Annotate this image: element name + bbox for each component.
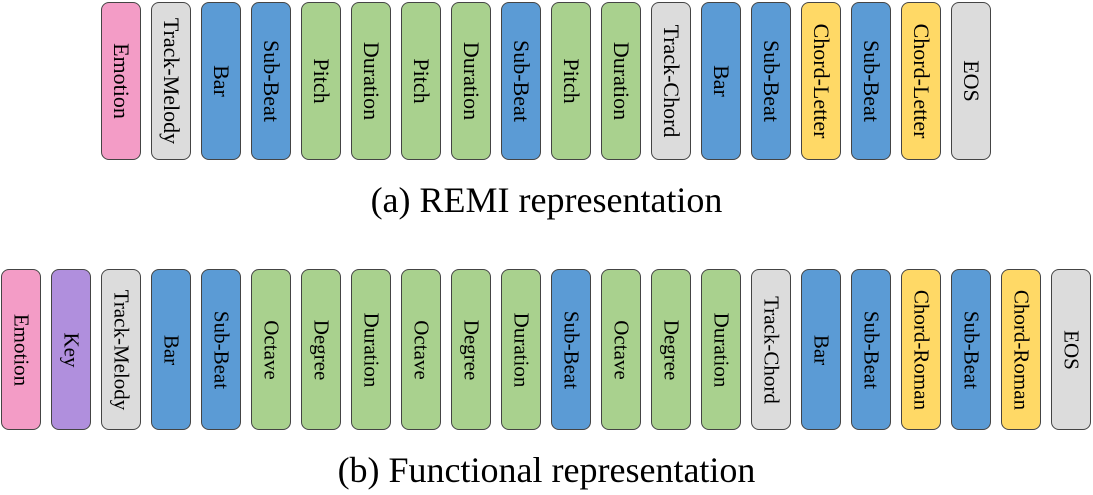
remi-token-label: Chord-Letter — [809, 23, 834, 139]
functional-token-label: EOS — [1059, 329, 1084, 370]
remi-token-label: Chord-Letter — [909, 23, 934, 139]
functional-token-degree: Degree — [651, 269, 691, 430]
functional-token-subbeat: Sub-Beat — [551, 269, 591, 430]
functional-token-label: Sub-Beat — [859, 310, 884, 389]
functional-token-label: Track-Melody — [109, 289, 134, 410]
functional-token-row: Emotion Key Track-Melody Bar Sub-Beat Octave D… — [1, 269, 1093, 430]
functional-token-label: Sub-Beat — [559, 310, 584, 389]
remi-token-row: Emotion Track-Melody Bar Sub-Beat Pitch Durat… — [101, 2, 1001, 160]
functional-token-duration: Duration — [351, 269, 391, 430]
functional-token-label: Octave — [609, 319, 634, 380]
remi-token-label: Sub-Beat — [259, 40, 284, 122]
functional-token-label: Bar — [809, 334, 834, 365]
remi-token-label: EOS — [959, 60, 984, 102]
functional-token-emotion: Emotion — [1, 269, 41, 430]
functional-token-chord: Chord-Roman — [1001, 269, 1041, 430]
remi-token-label: Pitch — [409, 58, 434, 104]
functional-token-duration: Duration — [701, 269, 741, 430]
functional-token-label: Octave — [259, 319, 284, 380]
remi-token-duration: Duration — [451, 2, 491, 160]
functional-token-label: Duration — [509, 312, 534, 387]
remi-token-eos: EOS — [951, 2, 991, 160]
remi-token-subbeat: Sub-Beat — [851, 2, 891, 160]
remi-token-label: Track-Chord — [659, 24, 684, 138]
remi-token-bar: Bar — [701, 2, 741, 160]
functional-token-label: Key — [59, 332, 84, 367]
remi-token-chord: Chord-Letter — [901, 2, 941, 160]
remi-token-duration: Duration — [351, 2, 391, 160]
functional-token-label: Octave — [409, 319, 434, 380]
functional-token-bar: Bar — [801, 269, 841, 430]
functional-token-octave: Octave — [601, 269, 641, 430]
functional-token-track: Track-Chord — [751, 269, 791, 430]
remi-token-label: Duration — [459, 41, 484, 121]
functional-token-degree: Degree — [451, 269, 491, 430]
functional-token-label: Sub-Beat — [959, 310, 984, 389]
remi-token-label: Sub-Beat — [859, 40, 884, 122]
remi-token-track: Track-Chord — [651, 2, 691, 160]
remi-token-label: Bar — [709, 65, 734, 97]
remi-token-duration: Duration — [601, 2, 641, 160]
functional-token-degree: Degree — [301, 269, 341, 430]
functional-token-label: Degree — [309, 319, 334, 380]
functional-token-subbeat: Sub-Beat — [851, 269, 891, 430]
functional-token-label: Degree — [659, 319, 684, 380]
functional-token-duration: Duration — [501, 269, 541, 430]
functional-token-label: Sub-Beat — [209, 310, 234, 389]
remi-token-pitch: Pitch — [401, 2, 441, 160]
functional-token-label: Chord-Roman — [909, 289, 934, 410]
functional-token-label: Emotion — [9, 313, 34, 386]
functional-token-subbeat: Sub-Beat — [201, 269, 241, 430]
remi-token-pitch: Pitch — [551, 2, 591, 160]
functional-token-octave: Octave — [401, 269, 441, 430]
functional-token-chord: Chord-Roman — [901, 269, 941, 430]
functional-token-label: Track-Chord — [759, 295, 784, 404]
remi-token-label: Bar — [209, 65, 234, 97]
functional-token-key: Key — [51, 269, 91, 430]
remi-token-label: Duration — [359, 41, 384, 121]
remi-token-label: Emotion — [109, 43, 134, 119]
remi-token-bar: Bar — [201, 2, 241, 160]
remi-token-track: Track-Melody — [151, 2, 191, 160]
remi-token-label: Track-Melody — [159, 17, 184, 145]
remi-caption: (a) REMI representation — [370, 180, 723, 220]
remi-token-label: Pitch — [309, 58, 334, 104]
remi-token-subbeat: Sub-Beat — [751, 2, 791, 160]
functional-token-track: Track-Melody — [101, 269, 141, 430]
functional-token-eos: EOS — [1051, 269, 1091, 430]
functional-token-label: Duration — [359, 312, 384, 387]
remi-token-label: Pitch — [559, 58, 584, 104]
functional-token-label: Bar — [159, 334, 184, 365]
remi-token-label: Sub-Beat — [509, 40, 534, 122]
remi-token-chord: Chord-Letter — [801, 2, 841, 160]
functional-token-octave: Octave — [251, 269, 291, 430]
remi-token-emotion: Emotion — [101, 2, 141, 160]
remi-token-subbeat: Sub-Beat — [251, 2, 291, 160]
functional-token-bar: Bar — [151, 269, 191, 430]
functional-token-label: Chord-Roman — [1009, 289, 1034, 410]
functional-caption: (b) Functional representation — [337, 450, 756, 490]
remi-token-label: Sub-Beat — [759, 40, 784, 122]
functional-token-subbeat: Sub-Beat — [951, 269, 991, 430]
functional-token-label: Degree — [459, 319, 484, 380]
remi-token-label: Duration — [609, 41, 634, 121]
remi-token-subbeat: Sub-Beat — [501, 2, 541, 160]
remi-token-pitch: Pitch — [301, 2, 341, 160]
functional-token-label: Duration — [709, 312, 734, 387]
